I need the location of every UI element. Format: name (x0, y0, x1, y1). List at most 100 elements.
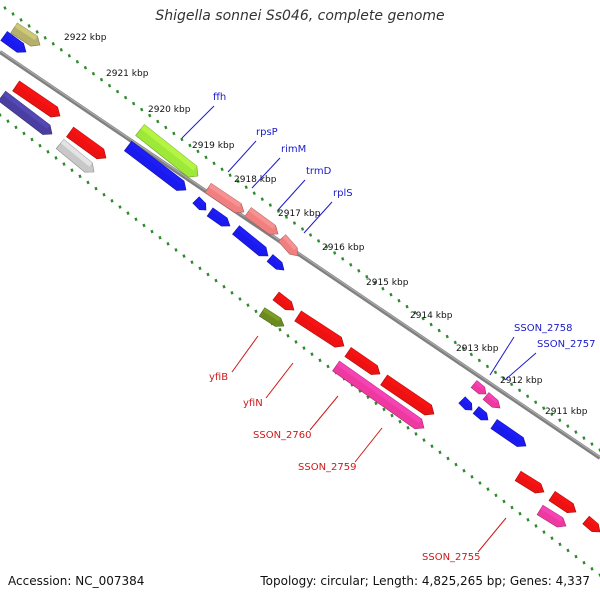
ruler-lower-dot (190, 260, 194, 265)
ruler-upper-dot (413, 310, 417, 315)
tick-label: 2914 kbp (410, 311, 453, 321)
gene-feature[interactable] (472, 406, 489, 421)
ruler-lower-dot (566, 548, 570, 553)
gene-label-reverse[interactable]: yfiN (243, 398, 263, 409)
gene-label-forward[interactable]: SSON_2758 (514, 323, 573, 334)
tick-label: 2922 kbp (64, 33, 107, 43)
gene-feature[interactable] (536, 504, 567, 528)
gene-feature[interactable] (204, 183, 245, 214)
ruler-upper-dot (542, 406, 546, 410)
ruler-lower-dot (214, 278, 218, 283)
ruler-upper-dot (3, 6, 7, 10)
leader-line (227, 140, 257, 173)
ruler-lower-dot (54, 156, 58, 160)
ruler-upper-dot (405, 304, 409, 309)
ruler-lower-dot (398, 419, 402, 424)
gene-label-forward[interactable]: SSON_2757 (537, 339, 596, 350)
gene-feature[interactable] (266, 254, 285, 271)
ruler-upper-dot (324, 245, 329, 249)
ruler-upper-dot (204, 155, 208, 160)
gene-feature[interactable] (232, 225, 269, 257)
gene-feature[interactable] (582, 515, 600, 533)
leader-line (277, 179, 306, 211)
gene-label-forward[interactable]: rimM (281, 144, 306, 155)
gene-feature[interactable] (0, 31, 27, 53)
gene-feature[interactable] (192, 196, 207, 211)
ruler-upper-dot (260, 197, 264, 201)
gene-feature[interactable] (272, 291, 295, 311)
tick-label: 2911 kbp (545, 407, 588, 417)
accession-text: Accession: NC_007384 (8, 574, 145, 588)
ruler-lower-dot (302, 346, 306, 350)
ruler-upper-dot (19, 18, 23, 22)
ruler-lower-dot (38, 143, 42, 148)
gene-feature[interactable] (380, 374, 435, 416)
ruler-upper-dot (236, 179, 240, 184)
ruler-upper-dot (172, 131, 176, 136)
gene-feature[interactable] (490, 419, 527, 447)
ruler-lower-dot (142, 223, 146, 228)
gene-feature[interactable] (258, 307, 285, 327)
gene-feature[interactable] (55, 138, 95, 173)
ruler-lower-dot (158, 235, 162, 240)
ruler-lower-dot (510, 505, 514, 510)
ruler-upper-dot (453, 340, 457, 345)
ruler-lower-dot (470, 475, 474, 479)
ruler-upper-dot (148, 113, 152, 118)
ruler-upper-dot (212, 161, 216, 166)
ruler-lower-dot (494, 493, 498, 498)
ruler-lower-dot (374, 401, 378, 406)
ruler-lower-dot (230, 291, 234, 295)
ruler-lower-dot (6, 119, 10, 123)
ruler-lower-dot (430, 444, 434, 449)
leader-line (251, 157, 281, 189)
gene-label-forward[interactable]: trmD (306, 166, 332, 177)
ruler-upper-dot (252, 191, 256, 195)
ruler-lower-dot (326, 364, 330, 369)
gene-feature[interactable] (458, 396, 473, 411)
ruler-lower-dot (590, 567, 594, 571)
gene-feature[interactable] (277, 234, 299, 257)
ruler-upper-dot (477, 358, 482, 363)
ruler-upper-dot (381, 286, 385, 291)
ruler-upper-dot (268, 203, 272, 207)
ruler-lower-dot (310, 352, 314, 357)
ruler-upper-dot (276, 209, 281, 213)
gene-feature[interactable] (244, 207, 279, 235)
ruler-upper-dot (180, 137, 184, 142)
gene-label-reverse[interactable]: yfiB (209, 372, 228, 383)
gene-label-reverse[interactable]: SSON_2759 (298, 462, 357, 473)
gene-label-forward[interactable]: ffh (213, 92, 226, 103)
gene-label-forward[interactable]: rpsP (256, 127, 278, 138)
gene-feature[interactable] (470, 380, 487, 395)
gene-feature[interactable] (344, 347, 381, 375)
ruler-lower-dot (558, 542, 562, 547)
backbone-highlight (0, 50, 600, 458)
gene-label-reverse[interactable]: SSON_2760 (253, 430, 312, 441)
ruler-upper-dot (509, 382, 514, 387)
gene-label-forward[interactable]: rplS (333, 188, 353, 199)
ruler-lower-dot (278, 327, 282, 332)
tick-label: 2916 kbp (322, 243, 365, 253)
tick-label: 2918 kbp (234, 175, 277, 185)
gene-feature[interactable] (66, 126, 107, 160)
ruler-upper-dot (115, 89, 120, 94)
gene-feature[interactable] (123, 140, 187, 191)
ruler-lower-dot (70, 168, 74, 173)
gene-feature[interactable] (548, 491, 577, 514)
ruler-upper-dot (590, 442, 594, 446)
gene-feature[interactable] (206, 207, 231, 227)
ruler-lower-dot (102, 192, 106, 197)
ruler-upper-dot (91, 71, 96, 76)
gene-feature[interactable] (0, 90, 53, 135)
gene-label-reverse[interactable]: SSON_2755 (422, 552, 481, 563)
gene-feature[interactable] (514, 470, 545, 494)
gene-feature[interactable] (12, 80, 61, 118)
ruler-lower-dot (78, 174, 82, 179)
gene-feature[interactable] (332, 360, 425, 430)
gene-feature[interactable] (482, 392, 501, 409)
gene-feature[interactable] (135, 124, 199, 178)
gene-feature[interactable] (294, 310, 345, 348)
gene-feature[interactable] (10, 22, 41, 47)
